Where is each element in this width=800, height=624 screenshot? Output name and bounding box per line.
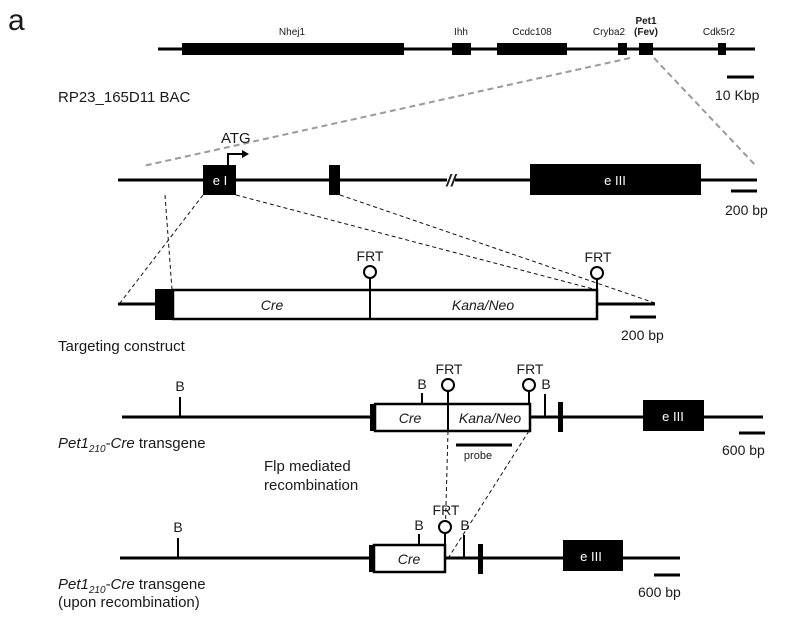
genomic-map: Nhej1 Ihh Ccdc108 Cryba2 Pet1 (Fev) Cdk5… (58, 16, 760, 106)
transgene-map: Cre Kana/Neo e III B B B FRT FRT probe 6… (58, 361, 765, 462)
recombined-b-site-2: B (414, 517, 423, 533)
gene-block-nhej1 (182, 43, 404, 55)
recombined-b-site-3: B (460, 517, 469, 533)
recombined-exon-3-label: e III (580, 549, 602, 564)
recombined-exon-edge (369, 545, 374, 572)
recombined-frt-label: FRT (433, 502, 460, 518)
transgene-frt-label-1: FRT (436, 361, 463, 377)
gene-block-ccdc108 (497, 43, 567, 55)
construct-cre-label: Cre (261, 297, 284, 313)
transgene-exon-3-label: e III (662, 409, 684, 424)
construct-kananeo-label: Kana/Neo (452, 297, 514, 313)
frt-site-2 (590, 266, 604, 280)
construct-exon-block (155, 289, 173, 320)
transgene-b-site-1: B (175, 378, 184, 394)
frt-site-1 (363, 265, 377, 279)
flp-label-line-1: Flp mediated (264, 458, 351, 475)
panel-label: a (8, 4, 25, 37)
transgene-exon-2-mark (558, 402, 563, 432)
exon-3-label: e III (604, 173, 626, 188)
scale-label-10kbp: 10 Kbp (715, 87, 760, 103)
transgene-frt-site-2 (522, 378, 536, 392)
gene-block-cdk5r2 (718, 43, 726, 55)
gene-label-ihh: Ihh (454, 27, 468, 38)
transgene-cassette-box (373, 402, 532, 433)
gene-label-ccdc108: Ccdc108 (512, 27, 552, 38)
gene-label-pet1: Pet1 (635, 16, 657, 27)
gene-label-nhej1: Nhej1 (279, 27, 306, 38)
atg-arrow (227, 153, 242, 165)
targeting-construct: Cre Kana/Neo FRT FRT 200 bp Targeting co… (58, 248, 664, 355)
recombined-exon-2-mark (478, 544, 483, 574)
recombined-caption: Pet1210-Cre transgene (58, 576, 206, 596)
transgene-b-site-2: B (417, 376, 426, 392)
homology-line-1 (119, 194, 204, 304)
recombined-frt-site (438, 520, 452, 534)
gene-label-cryba2: Cryba2 (593, 27, 626, 38)
frt-label-2: FRT (585, 249, 612, 265)
transgene-kananeo-label: Kana/Neo (459, 410, 521, 426)
construct-cassette-box (171, 288, 599, 321)
exon-3-block (530, 164, 701, 195)
homology-line-3 (235, 194, 598, 291)
zoom-line-left (142, 57, 631, 167)
scale-label-600bp-2: 600 bp (638, 584, 681, 600)
frt-label-1: FRT (357, 248, 384, 264)
recombined-exon-3-block (563, 540, 623, 571)
locus-map: // e I e III ATG 200 bp (118, 130, 768, 218)
gene-label-cdk5r2: Cdk5r2 (703, 27, 736, 38)
transgene-frt-site-1 (441, 378, 455, 392)
recombined-b-site-1: B (173, 519, 182, 535)
recombined-cre-label: Cre (398, 551, 421, 567)
probe-label: probe (464, 450, 492, 462)
atg-label: ATG (221, 130, 251, 147)
bac-label: RP23_165D11 BAC (58, 89, 190, 106)
gene-label-fev: (Fev) (634, 27, 658, 38)
transgene-frt-label-2: FRT (517, 361, 544, 377)
construct-caption: Targeting construct (58, 338, 186, 355)
scale-label-200bp-1: 200 bp (725, 202, 768, 218)
recombined-caption-line-2: (upon recombination) (58, 594, 200, 611)
gene-block-pet1 (639, 43, 653, 55)
homology-line-2 (164, 194, 173, 291)
recombined-map: Cre e III B B B FRT 600 bp Pet1210-Cre t… (58, 502, 681, 611)
exon-1-label: e I (213, 173, 227, 188)
flp-label-line-2: recombination (264, 477, 358, 494)
exon-1-block (203, 165, 236, 195)
exon-2-block (329, 165, 340, 195)
scale-label-200bp-2: 200 bp (621, 327, 664, 343)
zoom-line-right (653, 57, 758, 168)
recombination-line-2 (446, 430, 530, 561)
transgene-cre-label: Cre (399, 410, 422, 426)
transgene-exon-edge (370, 404, 375, 431)
break-mark: // (445, 171, 458, 190)
recombined-cassette-box (372, 543, 447, 574)
transgene-caption: Pet1210-Cre transgene (58, 435, 206, 455)
scale-label-600bp-1: 600 bp (722, 442, 765, 458)
gene-block-cryba2 (618, 43, 627, 55)
transgene-b-site-3: B (541, 376, 550, 392)
gene-block-ihh (452, 43, 471, 55)
transgene-exon-3-block (643, 400, 704, 431)
